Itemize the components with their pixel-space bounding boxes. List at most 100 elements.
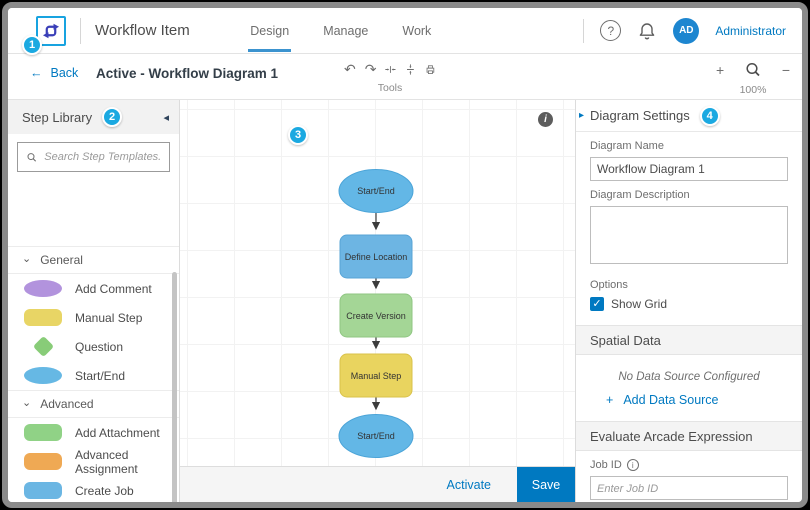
diagram-status-title: Active - Workflow Diagram 1	[96, 66, 279, 81]
diagram-name-input[interactable]	[590, 157, 788, 181]
node-manual-step[interactable]	[339, 353, 413, 398]
tools-label: Tools	[377, 82, 403, 94]
back-button[interactable]: ← Back	[30, 66, 78, 80]
tab-work[interactable]: Work	[402, 23, 432, 38]
step-shape-rect-icon	[24, 453, 62, 470]
canvas-footer-bar: Activate Save	[180, 466, 575, 502]
step-shape-rect-icon	[24, 309, 62, 326]
arcade-title: Evaluate Arcade Expression	[590, 428, 753, 444]
user-avatar[interactable]: AD	[673, 17, 700, 44]
node-label: Manual Step	[351, 371, 402, 381]
callout-badge-1: 1	[22, 35, 42, 55]
diagram-description-input[interactable]	[590, 206, 788, 264]
arcade-section-header: Evaluate Arcade Expression	[576, 421, 802, 451]
add-data-source-button[interactable]: + Add Data Source	[576, 393, 802, 407]
options-group: Options ✓ Show Grid	[576, 269, 802, 311]
show-grid-checkbox[interactable]: ✓	[590, 297, 604, 311]
zoom-controls: + − 100%	[714, 58, 792, 96]
diagram-name-label: Diagram Name	[590, 140, 664, 152]
main-nav-tabs: Design Manage Work	[248, 10, 433, 52]
plus-icon: +	[606, 393, 614, 407]
align-horizontal-icon[interactable]	[385, 62, 396, 77]
diagram-description-label: Diagram Description	[590, 189, 690, 201]
options-label: Options	[590, 279, 628, 291]
add-data-source-label: Add Data Source	[623, 393, 719, 407]
node-label: Define Location	[345, 252, 408, 262]
show-grid-label: Show Grid	[611, 297, 668, 311]
step-item-start-end[interactable]: Start/End	[8, 361, 179, 390]
callout-badge-4: 4	[699, 105, 720, 126]
step-item-add-attachment[interactable]: Add Attachment	[8, 418, 179, 447]
search-icon	[27, 152, 37, 162]
tab-manage[interactable]: Manage	[323, 23, 369, 38]
activate-button[interactable]: Activate	[446, 477, 491, 492]
header-icon-divider	[583, 18, 585, 43]
node-define-location[interactable]	[339, 234, 413, 279]
node-start-end-bottom[interactable]	[338, 414, 414, 458]
node-label: Start/End	[357, 431, 395, 441]
chevron-down-icon: ⌄	[22, 397, 32, 410]
spatial-data-section-header: Spatial Data	[576, 325, 802, 355]
step-item-add-comment[interactable]: Add Comment	[8, 274, 179, 303]
node-create-version[interactable]	[339, 293, 413, 338]
step-shape-ellipse-icon	[24, 367, 62, 384]
top-header: Workflow Item Design Manage Work ? AD Ad…	[8, 8, 802, 54]
diagram-name-field: Diagram Name	[576, 132, 802, 181]
step-shape-ellipse-icon	[24, 280, 62, 297]
step-item-question[interactable]: Question	[8, 332, 179, 361]
job-id-input[interactable]	[590, 476, 788, 500]
node-start-end-top[interactable]	[338, 169, 414, 213]
step-library-header: Step Library 2 ◂	[8, 100, 179, 134]
collapse-panel-icon[interactable]: ▸	[579, 110, 585, 121]
canvas-info-icon[interactable]: i	[538, 112, 553, 127]
step-item-manual-step[interactable]: Manual Step	[8, 303, 179, 332]
diagram-settings-title: Diagram Settings	[590, 108, 690, 123]
workflow-flowchart[interactable]: Start/End Define Location Create Version…	[180, 130, 575, 470]
collapse-panel-icon[interactable]: ◂	[163, 111, 169, 124]
magnifier-icon[interactable]	[744, 61, 762, 79]
notifications-bell-icon[interactable]	[637, 21, 657, 41]
job-id-label: Job ID	[590, 459, 622, 471]
search-input[interactable]	[44, 151, 161, 163]
print-icon[interactable]	[425, 62, 436, 77]
tools-icon-row: ↶ ↷	[344, 58, 436, 80]
workflow-manager-logo-icon	[36, 15, 66, 46]
show-grid-row[interactable]: ✓ Show Grid	[590, 297, 788, 311]
diagram-toolbar: ← Back Active - Workflow Diagram 1 ↶ ↷	[8, 54, 802, 100]
diagram-description-field: Diagram Description	[576, 181, 802, 269]
job-id-label-row: Job ID i	[590, 459, 788, 471]
page-title: Workflow Item	[95, 22, 190, 39]
back-arrow-icon: ←	[30, 66, 43, 80]
tools-group: ↶ ↷	[344, 58, 436, 94]
diagram-settings-panel: ▸ Diagram Settings 4 Diagram Name Diagra…	[575, 100, 802, 502]
step-shape-diamond-icon	[24, 335, 62, 358]
help-icon[interactable]: ?	[600, 20, 622, 41]
step-library-panel: Step Library 2 ◂ ⌄ General Add Comment M…	[8, 100, 180, 502]
tab-design[interactable]: Design	[248, 10, 292, 52]
back-label: Back	[50, 66, 79, 80]
section-general[interactable]: ⌄ General	[8, 246, 179, 274]
user-name-label[interactable]: Administrator	[715, 23, 786, 38]
scrollbar-thumb[interactable]	[172, 272, 177, 502]
zoom-out-button[interactable]: −	[781, 62, 790, 78]
align-vertical-icon[interactable]	[405, 62, 416, 77]
diagram-canvas[interactable]: 3 i Start/End Define Location Create Ver…	[180, 100, 575, 502]
step-search-box	[17, 142, 170, 172]
node-label: Start/End	[357, 186, 395, 196]
zoom-in-button[interactable]: +	[716, 62, 725, 78]
callout-badge-2: 2	[102, 107, 123, 127]
step-template-list: ⌄ General Add Comment Manual Step Questi…	[8, 246, 179, 502]
step-item-create-job[interactable]: Create Job	[8, 476, 179, 502]
step-item-advanced-assignment[interactable]: Advanced Assignment	[8, 447, 179, 476]
job-id-info-icon[interactable]: i	[626, 459, 639, 471]
zoom-level-label: 100%	[739, 84, 767, 96]
section-advanced[interactable]: ⌄ Advanced	[8, 390, 179, 418]
chevron-down-icon: ⌄	[22, 253, 32, 266]
section-advanced-label: Advanced	[40, 397, 94, 411]
redo-icon[interactable]: ↷	[364, 61, 377, 77]
save-button[interactable]: Save	[517, 466, 575, 502]
job-id-field: Job ID i	[576, 451, 802, 500]
zoom-row: + −	[714, 58, 792, 82]
undo-icon[interactable]: ↶	[344, 61, 356, 77]
